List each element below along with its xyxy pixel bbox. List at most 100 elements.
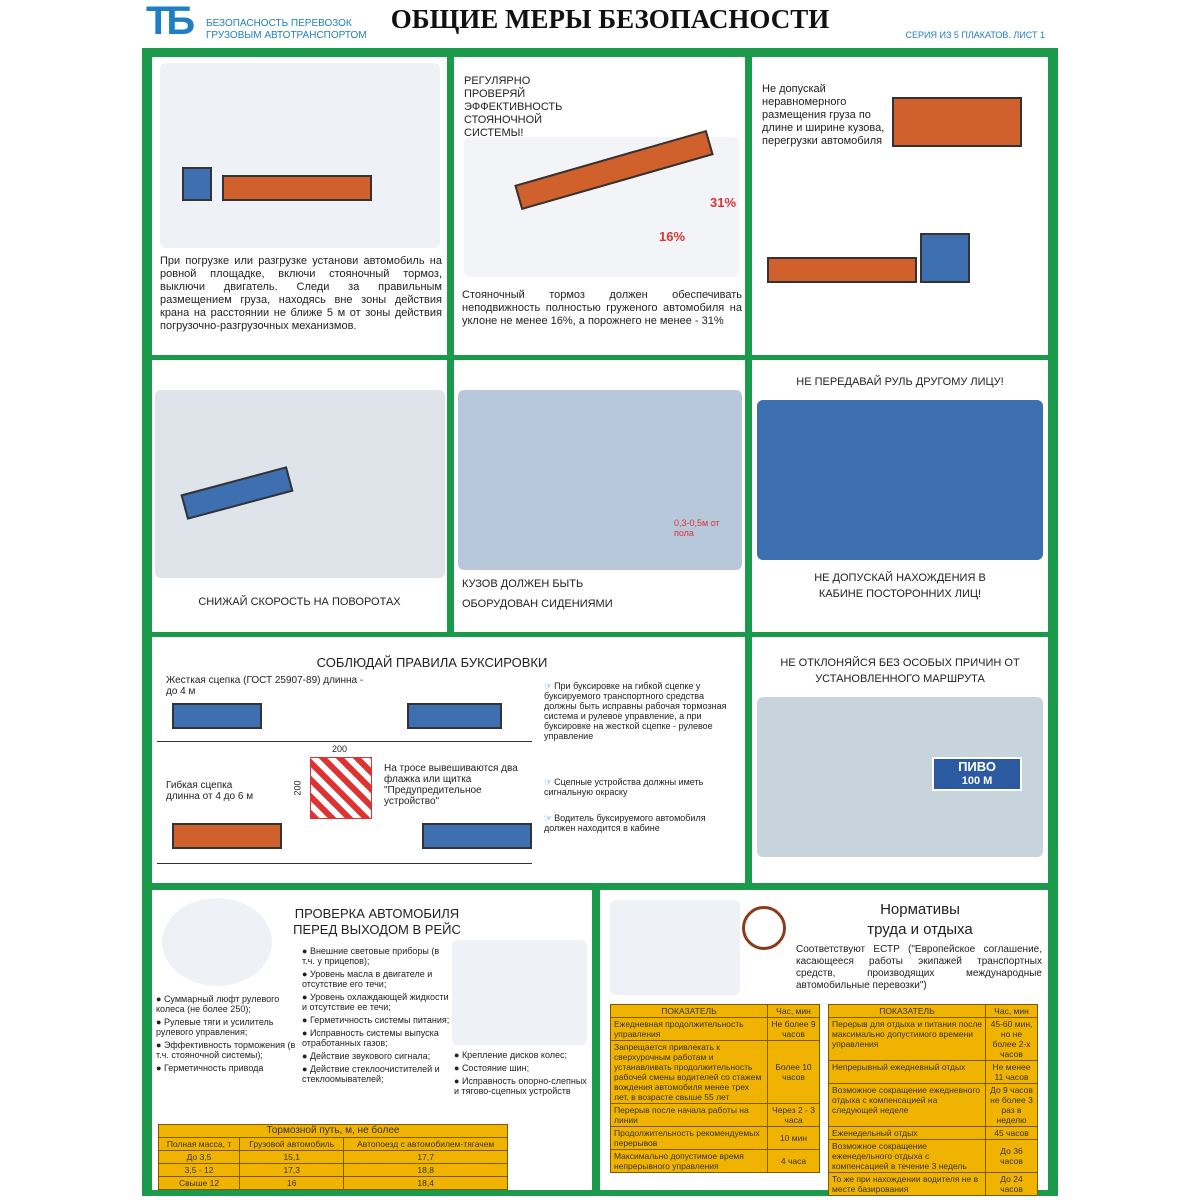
road-line: [157, 741, 532, 742]
cell: Перерыв для отдыха и питания после макси…: [828, 1017, 986, 1061]
cabin-top-text: НЕ ПЕРЕДАВАЙ РУЛЬ ДРУГОМУ ЛИЦУ!: [796, 376, 1004, 388]
panel-loading: При погрузке или разгрузке установи авто…: [152, 57, 447, 355]
subtitle-line2: ГРУЗОВЫМ АВТОТРАНСПОРТОМ: [206, 30, 367, 41]
inspection-list-1: Суммарный люфт рулевого колеса (не более…: [156, 994, 296, 1076]
cell: 10 мин: [767, 1126, 820, 1150]
towed-truck-2: [422, 823, 532, 849]
cell: Максимально допустимое время непрерывног…: [610, 1149, 768, 1173]
rigid-hitch-label: Жесткая сцепка (ГОСТ 25907-89) длинна - …: [166, 675, 364, 697]
towed-truck-1: [407, 703, 502, 729]
cell: Перерыв после начала работы на линии: [610, 1103, 768, 1127]
table-row: То же при нахождении водителя не в месте…: [828, 1172, 1038, 1196]
col-header: ПОКАЗАТЕЛЬ: [828, 1004, 986, 1018]
list-item: Действие звукового сигнала;: [302, 1051, 450, 1061]
col-header: Грузовой автомобиль: [239, 1137, 345, 1151]
cell: Не более 9 часов: [767, 1017, 820, 1041]
dump-body-illustration: [892, 97, 1022, 147]
list-item: Исправность опорно-слепных и тягово-сцеп…: [454, 1076, 590, 1096]
seat-height-label: 0,3-0,5м от пола: [674, 518, 720, 538]
list-item: Герметичность привода: [156, 1063, 296, 1073]
list-item: Герметичность системы питания;: [302, 1015, 450, 1025]
cell: До 9 часов не более 3 раз в неделю: [985, 1083, 1038, 1127]
slope-16: 16%: [659, 229, 686, 244]
cell: Через 2 - 3 часа: [767, 1103, 820, 1127]
list-item: Суммарный люфт рулевого колеса (не более…: [156, 994, 296, 1014]
flag-height: 200: [292, 780, 303, 796]
cabin-bottom-text: НЕ ДОПУСКАЙ НАХОЖДЕНИЯ В КАБИНЕ ПОСТОРОН…: [814, 572, 986, 600]
heading-line2: труда и отдыха: [867, 921, 973, 938]
heading-line1: Нормативы: [880, 901, 960, 918]
cell: То же при нахождении водителя не в месте…: [828, 1172, 986, 1196]
col-header: Час, мин: [767, 1004, 820, 1018]
towing-truck-1: [172, 703, 262, 729]
table-row: Максимально допустимое время непрерывног…: [610, 1149, 820, 1173]
towing-note: Сцепные устройства должны иметь сигнальн…: [544, 777, 734, 797]
flag-text: На тросе вывешиваются два флажка или щит…: [384, 763, 518, 807]
cell: 3,5 - 12: [157, 1163, 241, 1177]
cell: 17,7: [343, 1150, 508, 1164]
list-item: Крепление дисков колес;: [454, 1050, 590, 1060]
towing-note: Водитель буксируемого автомобиля должен …: [544, 813, 734, 833]
col-header: Час, мин: [985, 1004, 1038, 1018]
distribution-text: Не допускай неравномерного размещения гр…: [762, 83, 885, 147]
slope-31: 31%: [710, 195, 737, 210]
list-item: Действие стеклоочистителей и стеклоомыва…: [302, 1064, 450, 1084]
loading-text: При погрузке или разгрузке установи авто…: [160, 255, 442, 332]
braking-title: Тормозной путь, м, не более: [158, 1124, 508, 1138]
seats-line1: КУЗОВ ДОЛЖЕН БЫТЬ: [462, 578, 584, 590]
cell: Более 10 часов: [767, 1040, 820, 1104]
panel-towing: СОБЛЮДАЙ ПРАВИЛА БУКСИРОВКИ Жесткая сцеп…: [152, 637, 745, 883]
page-title: ОБЩИЕ МЕРЫ БЕЗОПАСНОСТИ: [390, 4, 830, 34]
towing-truck-2: [172, 823, 282, 849]
truck-illustration: [222, 175, 372, 201]
road-curve-illustration: [155, 390, 445, 578]
clock-icon: [742, 906, 786, 950]
cell: 16: [239, 1176, 345, 1190]
panel-seats: 0,3-0,5м от пола КУЗОВ ДОЛЖЕН БЫТЬ ОБОРУ…: [454, 360, 745, 632]
list-item: Исправность системы выпуска отработанных…: [302, 1028, 450, 1048]
table-row: Возможное сокращение ежедневного отдыха …: [828, 1083, 1038, 1127]
col-header: ПОКАЗАТЕЛЬ: [610, 1004, 768, 1018]
sign-distance: 100 М: [961, 775, 993, 787]
cell: 4 часа: [767, 1149, 820, 1173]
towing-note: При буксировке на гибкой сцепке у буксир…: [544, 681, 734, 741]
cabin-illustration: [757, 400, 1043, 560]
list-item: Уровень масла в двигателе и отсутствие е…: [302, 969, 450, 989]
steering-wheel-illustration: [162, 898, 272, 986]
work-rest-heading: Нормативы труда и отдыха: [805, 900, 1035, 940]
list-item: Уровень охлаждающей жидкости и отсутстви…: [302, 992, 450, 1012]
panel-cabin: НЕ ПЕРЕДАВАЙ РУЛЬ ДРУГОМУ ЛИЦУ! НЕ ДОПУС…: [752, 360, 1048, 632]
overloaded-truck: [767, 257, 917, 283]
table-row: Запрещается привлекать к сверхурочным ра…: [610, 1040, 820, 1104]
cell: 45 часов: [985, 1126, 1038, 1140]
truck-cab: [920, 233, 970, 283]
cell: Запрещается привлекать к сверхурочным ра…: [610, 1040, 768, 1104]
cell: Свыше 12: [157, 1176, 241, 1190]
speed-text: СНИЖАЙ СКОРОСТЬ НА ПОВОРОТАХ: [198, 596, 401, 608]
cell: До 3,5: [157, 1150, 241, 1164]
cell: Еженедельный отдых: [828, 1126, 986, 1140]
subtitle-line1: БЕЗОПАСНОСТЬ ПЕРЕВОЗОК: [206, 18, 352, 29]
cell: До 36 часов: [985, 1139, 1038, 1173]
panel-load-distribution: Не допускай неравномерного размещения гр…: [752, 57, 1048, 355]
truck-bed-illustration: [458, 390, 742, 570]
truck-cab: [182, 167, 212, 201]
table-row: Возможное сокращение еженедельного отдых…: [828, 1139, 1038, 1173]
table-row: Продолжительность рекомендуемых перерыво…: [610, 1126, 820, 1150]
table-row: Перерыв для отдыха и питания после макси…: [828, 1017, 1038, 1061]
parking-text: Стояночный тормоз должен обеспечивать не…: [462, 289, 742, 327]
inspection-list-3: Крепление дисков колес;Состояние шин;Исп…: [454, 1050, 590, 1099]
mechanic-illustration: [452, 940, 587, 1045]
road-line: [157, 863, 532, 864]
logo: ТБ: [146, 0, 195, 43]
panel-speed: СНИЖАЙ СКОРОСТЬ НА ПОВОРОТАХ: [152, 360, 447, 632]
parking-heading: РЕГУЛЯРНО ПРОВЕРЯЙ ЭФФЕКТИВНОСТЬ СТОЯНОЧ…: [464, 75, 563, 139]
